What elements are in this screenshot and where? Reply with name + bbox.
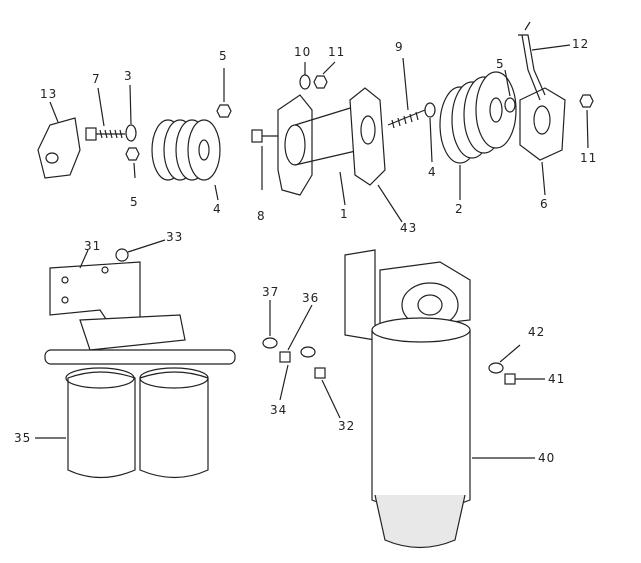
part-2-pulley — [439, 71, 517, 200]
label-4-right: 4 — [428, 165, 437, 179]
part-5-nut-right — [216, 68, 232, 118]
label-10: 10 — [294, 45, 312, 59]
label-5-lower: 5 — [130, 195, 139, 209]
label-36: 36 — [302, 291, 320, 305]
label-6: 6 — [540, 197, 549, 211]
part-5-washer-right — [504, 69, 516, 113]
part-41-bolt — [504, 373, 545, 385]
part-35-filter-housing — [35, 314, 236, 479]
label-12: 12 — [572, 37, 590, 51]
part-5-nut — [125, 147, 140, 179]
label-5: 5 — [219, 49, 228, 63]
part-32-bolt — [300, 346, 341, 419]
part-7-bolt — [85, 87, 125, 141]
label-32: 32 — [338, 419, 356, 433]
part-13-bracket — [37, 101, 81, 179]
part-42-washer — [488, 344, 521, 374]
label-2: 2 — [455, 202, 464, 216]
label-4: 4 — [213, 202, 222, 216]
label-34: 34 — [270, 403, 288, 417]
label-43: 43 — [400, 221, 418, 235]
part-37-washer — [262, 300, 278, 349]
label-31: 31 — [84, 239, 102, 253]
label-1: 1 — [340, 207, 349, 221]
part-6-clamp — [519, 87, 566, 196]
part-9-bolt — [387, 57, 426, 129]
part-4-pulley — [151, 119, 221, 201]
label-11: 11 — [328, 45, 346, 59]
part-12-pipe — [518, 21, 571, 101]
label-37: 37 — [262, 285, 280, 299]
part-4-washer — [424, 102, 436, 163]
label-8: 8 — [257, 209, 266, 223]
part-40-filter — [344, 249, 535, 549]
part-10-washer — [299, 62, 311, 90]
part-36-bolt — [279, 304, 313, 401]
part-1-spacer — [277, 87, 403, 223]
label-42: 42 — [528, 325, 546, 339]
label-35: 35 — [14, 431, 32, 445]
part-11-nut-right — [579, 94, 594, 149]
label-40: 40 — [538, 451, 556, 465]
label-13: 13 — [40, 87, 58, 101]
label-7: 7 — [92, 72, 101, 86]
part-11-nut — [313, 61, 336, 89]
label-41: 41 — [548, 372, 566, 386]
label-9: 9 — [395, 40, 404, 54]
label-33: 33 — [166, 230, 184, 244]
label-3: 3 — [124, 69, 133, 83]
label-11-right: 11 — [580, 151, 598, 165]
label-5-right: 5 — [496, 57, 505, 71]
part-3-washer — [125, 84, 137, 142]
